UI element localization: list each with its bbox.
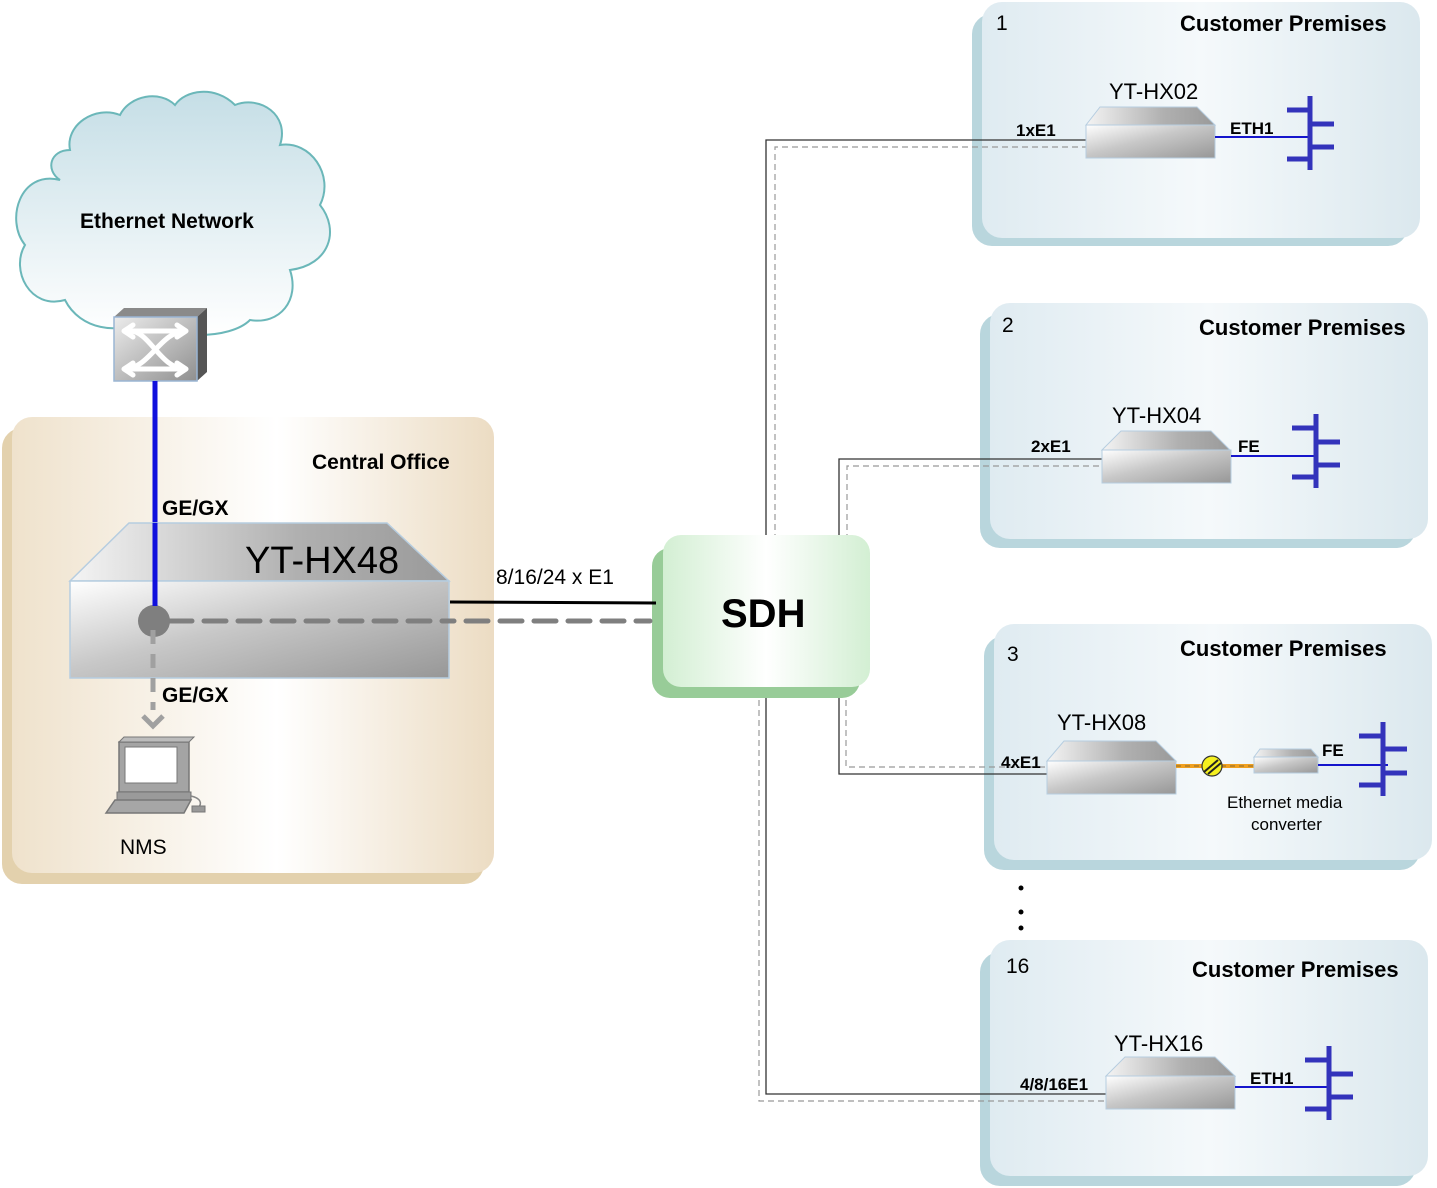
- lan-bus-icon-site-1: [1287, 96, 1334, 170]
- site-device-label-3: YT-HX08: [1057, 710, 1147, 735]
- site-e1-label-16: 4/8/16E1: [1020, 1075, 1089, 1094]
- site-number-1: 1: [996, 12, 1008, 35]
- yt-hx04-device[interactable]: [1100, 430, 1232, 484]
- more-sites-ellipsis-icon: [1018, 885, 1024, 931]
- cloud-label: Ethernet Network: [80, 210, 254, 233]
- ethernet-switch-icon[interactable]: [113, 308, 207, 382]
- nms-link-arrow-icon: [141, 714, 165, 730]
- sdh-node[interactable]: [652, 535, 870, 698]
- site-title-1: Customer Premises: [1180, 11, 1387, 36]
- site-device-label-1: YT-HX02: [1109, 79, 1199, 104]
- nms-computer-icon[interactable]: [104, 736, 206, 814]
- site-title-3: Customer Premises: [1180, 636, 1387, 661]
- e1-link-site-2: [838, 458, 1102, 540]
- yt-hx48-device[interactable]: [68, 522, 451, 679]
- converter-label-line2: converter: [1251, 815, 1322, 834]
- e1-mgmt-link-site-16: [758, 690, 1106, 1102]
- lan-bus-icon-site-3: [1359, 722, 1407, 796]
- ethernet-network-cloud: [15, 90, 331, 336]
- site-device-label-2: YT-HX04: [1112, 403, 1202, 428]
- ethernet-media-converter-device[interactable]: [1253, 748, 1320, 774]
- trunk-label: 8/16/24 x E1: [496, 566, 614, 589]
- e1-links: [758, 139, 1106, 1102]
- central-office-title: Central Office: [312, 451, 450, 474]
- site-e1-label-2: 2xE1: [1031, 437, 1071, 456]
- customer-premises-box-3: [984, 624, 1432, 870]
- uplink-label: GE/GX: [162, 497, 229, 520]
- site-e1-label-3: 4xE1: [1001, 753, 1041, 772]
- site-eth-label-2: FE: [1238, 437, 1260, 456]
- lan-bus-icon-site-16: [1305, 1046, 1353, 1120]
- nms-link-label: GE/GX: [162, 684, 229, 707]
- site-title-2: Customer Premises: [1199, 315, 1406, 340]
- yt-hx02-device[interactable]: [1084, 106, 1217, 159]
- site-eth-label-16: ETH1: [1250, 1069, 1294, 1088]
- e1-trunk-link: [449, 600, 657, 605]
- port-node-icon: [138, 605, 170, 637]
- e1-mgmt-link-site-2: [846, 465, 1102, 540]
- yt-hx48-label: YT-HX48: [245, 540, 400, 582]
- site-eth-label-3: FE: [1322, 741, 1344, 760]
- e1-link-site-16: [765, 690, 1106, 1095]
- lan-bus-icon-site-2: [1292, 414, 1340, 488]
- site-number-16: 16: [1006, 955, 1030, 978]
- sdh-label: SDH: [721, 592, 806, 636]
- site-eth-label-1: ETH1: [1230, 119, 1274, 138]
- site-number-2: 2: [1002, 314, 1014, 337]
- yt-hx16-device[interactable]: [1104, 1056, 1237, 1110]
- converter-label-line1: Ethernet media: [1227, 793, 1343, 812]
- e1-mgmt-link-site-1: [774, 146, 1086, 540]
- site-number-3: 3: [1007, 643, 1019, 666]
- site-e1-label-1: 1xE1: [1016, 121, 1056, 140]
- fiber-connector-icon: [1201, 755, 1223, 777]
- nms-label: NMS: [120, 836, 167, 859]
- e1-link-site-1: [765, 139, 1086, 540]
- yt-hx08-device[interactable]: [1045, 740, 1178, 795]
- site-device-label-16: YT-HX16: [1114, 1031, 1204, 1056]
- e1-mgmt-link-site-3: [845, 690, 1047, 768]
- e1-link-site-3: [838, 690, 1047, 775]
- site-title-16: Customer Premises: [1192, 957, 1399, 982]
